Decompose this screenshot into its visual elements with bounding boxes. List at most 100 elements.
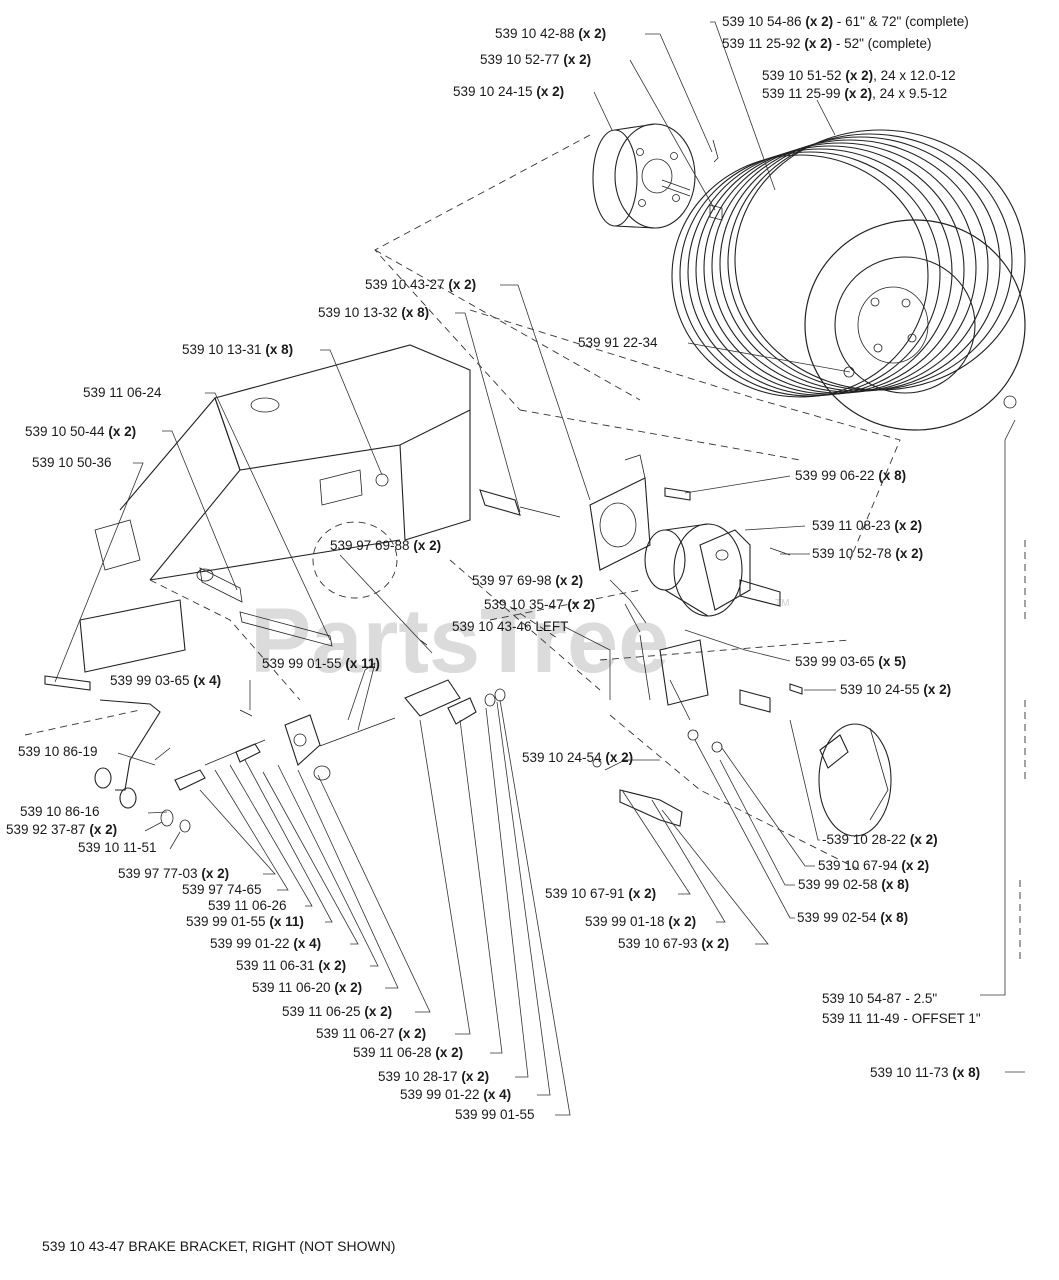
svg-text:539 99 01-55 (x 11): 539 99 01-55 (x 11) (186, 914, 304, 929)
part-number: 539 11 08-23 (812, 518, 891, 533)
quantity: (x 8) (952, 1065, 980, 1080)
part-number: 539 10 67-91 (545, 886, 625, 901)
quantity: (x 2) (895, 546, 923, 561)
part-number: 539 11 06-27 (316, 1026, 395, 1041)
quantity: (x 5) (878, 654, 906, 669)
quantity: (x 2) (567, 597, 595, 612)
svg-text:539 11 06-26: 539 11 06-26 (208, 898, 287, 913)
quantity: (x 8) (881, 877, 909, 892)
brake-illustration (592, 634, 892, 837)
quantity: (x 2) (845, 68, 873, 83)
footnote: 539 10 43-47 BRAKE BRACKET, RIGHT (NOT S… (42, 1238, 396, 1254)
svg-text:539 10 42-88 (x 2): 539 10 42-88 (x 2) (495, 26, 606, 41)
part-note: - 2.5" (905, 991, 937, 1006)
quantity: (x 2) (536, 84, 564, 99)
svg-text:539 99 02-54 (x 8): 539 99 02-54 (x 8) (797, 910, 908, 925)
quantity: (x 2) (89, 822, 117, 837)
part-number: 539 99 01-22 (210, 936, 290, 951)
svg-text:539 10 51-52 (x 2), 24 x 12.0-: 539 10 51-52 (x 2), 24 x 12.0-12 (762, 68, 956, 83)
svg-text:539 10 43-46 LEFT: 539 10 43-46 LEFT (452, 619, 568, 634)
quantity: (x 2) (805, 14, 833, 29)
quantity: (x 2) (578, 26, 606, 41)
quantity: (x 4) (483, 1087, 511, 1102)
hub-illustration (592, 123, 723, 229)
svg-text:539 97 77-03 (x 2): 539 97 77-03 (x 2) (118, 866, 229, 881)
svg-text:539 11 06-27 (x 2): 539 11 06-27 (x 2) (316, 1026, 426, 1041)
part-number: 539 91 22-34 (578, 335, 658, 350)
svg-text:539 10 35-47 (x 2): 539 10 35-47 (x 2) (484, 597, 595, 612)
part-labels: 539 10 42-88 (x 2) 539 10 52-77 (x 2) 53… (6, 14, 981, 1122)
part-number: 539 11 06-20 (252, 980, 331, 995)
quantity: (x 4) (193, 673, 221, 688)
part-number: 539 99 02-54 (797, 910, 877, 925)
part-number: 539 10 51-52 (762, 68, 842, 83)
part-number: 539 11 06-28 (353, 1045, 432, 1060)
quantity: (x 2) (910, 832, 938, 847)
part-number: 539 10 52-78 (812, 546, 892, 561)
part-note: , 24 x 12.0-12 (873, 68, 956, 83)
part-number: 539 10 86-19 (18, 744, 98, 759)
svg-text:539 10 24-54 (x 2): 539 10 24-54 (x 2) (522, 750, 633, 765)
svg-text:539 10 86-16: 539 10 86-16 (20, 804, 100, 819)
part-number: 539 10 54-87 (822, 991, 902, 1006)
frame-illustration (44, 344, 471, 691)
svg-text:539 99 03-65 (x 4): 539 99 03-65 (x 4) (110, 673, 221, 688)
quantity: (x 2) (701, 936, 729, 951)
part-number: 539 10 43-46 LEFT (452, 619, 568, 634)
part-number: 539 10 67-94 (818, 858, 898, 873)
part-number: 539 10 11-73 (870, 1065, 949, 1080)
part-number: 539 11 06-25 (282, 1004, 361, 1019)
quantity: (x 2) (901, 858, 929, 873)
part-number: 539 10 52-77 (480, 52, 560, 67)
part-note: , 24 x 9.5-12 (872, 86, 947, 101)
svg-text:539 11 06-28 (x 2): 539 11 06-28 (x 2) (353, 1045, 463, 1060)
part-number: 539 99 01-55 (262, 656, 342, 671)
svg-text:539 10 28-17 (x 2): 539 10 28-17 (x 2) (378, 1069, 489, 1084)
svg-text:539 10 67-93 (x 2): 539 10 67-93 (x 2) (618, 936, 729, 951)
svg-text:539 11 06-20 (x 2): 539 11 06-20 (x 2) (252, 980, 362, 995)
part-number: 539 10 50-36 (32, 455, 112, 470)
svg-text:539 99 01-18 (x 2): 539 99 01-18 (x 2) (585, 914, 696, 929)
part-note: - 61" & 72" (complete) (837, 14, 969, 29)
part-number: 539 10 28-17 (378, 1069, 458, 1084)
svg-text:539 10 67-94 (x 2): 539 10 67-94 (x 2) (818, 858, 929, 873)
tire-illustration (671, 129, 1026, 431)
part-number: 539 92 37-87 (6, 822, 86, 837)
svg-text:539 99 03-65 (x 5): 539 99 03-65 (x 5) (795, 654, 906, 669)
quantity: (x 2) (413, 538, 441, 553)
svg-text:539 99 01-22 (x 4): 539 99 01-22 (x 4) (400, 1087, 511, 1102)
part-number: 539 99 01-55 (455, 1107, 535, 1122)
quantity: (x 2) (461, 1069, 489, 1084)
svg-text:-539 10 28-22 (x 2): -539 10 28-22 (x 2) (822, 832, 938, 847)
quantity: (x 2) (923, 682, 951, 697)
svg-text:539 99 06-22 (x 8): 539 99 06-22 (x 8) (795, 468, 906, 483)
quantity: (x 8) (401, 305, 429, 320)
part-number: 539 97 69-88 (330, 538, 410, 553)
part-number: 539 10 13-31 (182, 342, 262, 357)
part-number: -539 10 28-22 (822, 832, 906, 847)
part-number: 539 10 35-47 (484, 597, 564, 612)
quantity: (x 2) (364, 1004, 392, 1019)
svg-text:539 11 06-24: 539 11 06-24 (83, 385, 162, 400)
quantity: (x 2) (318, 958, 346, 973)
part-number: 539 10 24-15 (453, 84, 533, 99)
part-note: - OFFSET 1" (903, 1011, 981, 1026)
part-number: 539 11 25-92 (722, 36, 801, 51)
phantom-lines (24, 134, 1026, 960)
part-number: 539 11 11-49 (822, 1011, 900, 1026)
part-number: 539 11 06-31 (236, 958, 315, 973)
svg-text:539 10 24-55 (x 2): 539 10 24-55 (x 2) (840, 682, 951, 697)
leader-lines (54, 21, 1025, 1116)
quantity: (x 8) (878, 468, 906, 483)
svg-text:539 97 74-65: 539 97 74-65 (182, 882, 262, 897)
part-number: 539 10 11-51 (78, 840, 157, 855)
part-number: 539 99 03-65 (795, 654, 875, 669)
svg-text:539 10 52-78 (x 2): 539 10 52-78 (x 2) (812, 546, 923, 561)
part-number: 539 99 02-58 (798, 877, 878, 892)
svg-text:539 99 02-58 (x 8): 539 99 02-58 (x 8) (798, 877, 909, 892)
svg-text:539 10 50-36: 539 10 50-36 (32, 455, 112, 470)
quantity: (x 8) (265, 342, 293, 357)
quantity: (x 2) (668, 914, 696, 929)
svg-text:539 10 24-15 (x 2): 539 10 24-15 (x 2) (453, 84, 564, 99)
